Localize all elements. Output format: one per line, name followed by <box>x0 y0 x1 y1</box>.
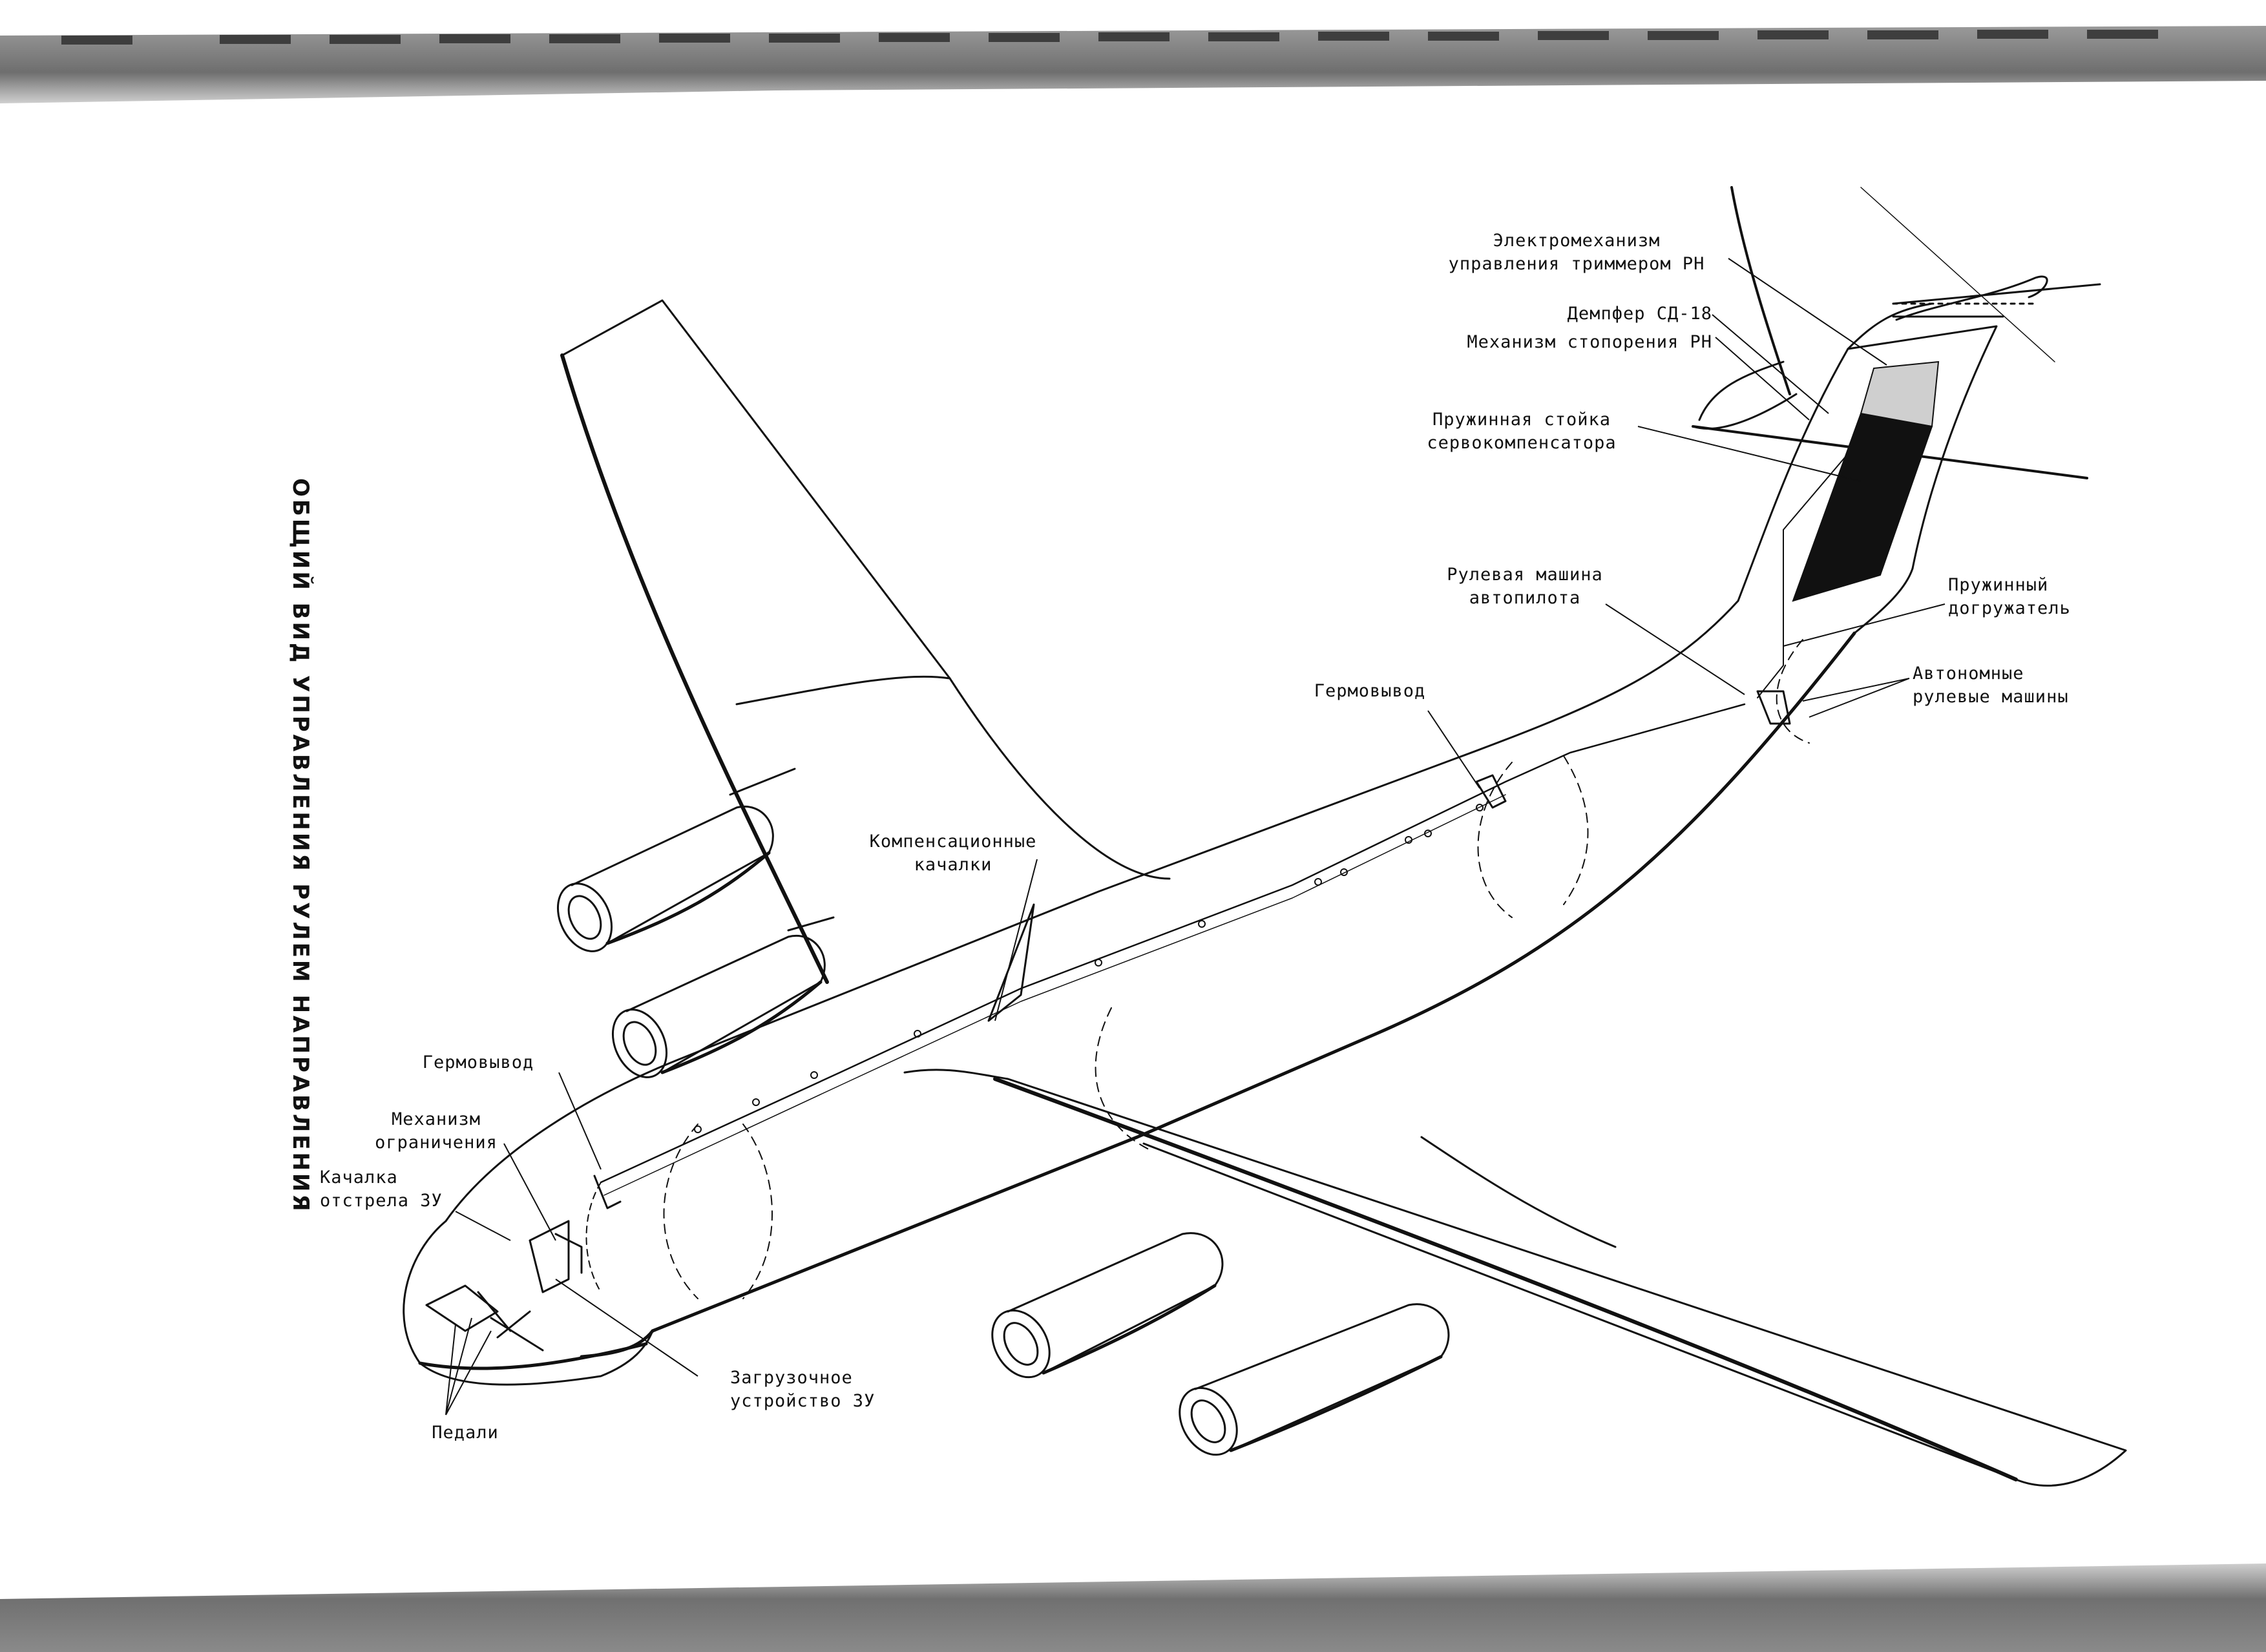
scan-bar-top <box>0 26 2266 103</box>
label-mekhanizm-ogranicheniya: Механизм ограничения <box>375 1109 498 1153</box>
aircraft-outline <box>403 186 2127 1487</box>
label-avtonomnye: Автономные рулевые машины <box>1913 664 2069 707</box>
label-mekhanizm-stoporeniya: Механизм стопорения РН <box>1467 332 1712 352</box>
label-germovyvod-rear: Гермовывод <box>1314 681 1426 701</box>
label-pruzhinny-dogruzhatel: Пружинный догружатель <box>1948 575 2071 618</box>
label-dempfer: Демпфер СД-18 <box>1567 304 1712 324</box>
page-title: ОБЩИЙ ВИД УПРАВЛЕНИЯ РУЛЕМ НАПРАВЛЕНИЯ <box>288 478 313 1214</box>
label-rulevaya-mashina: Рулевая машина автопилота <box>1447 565 1603 608</box>
label-kachalka: Качалка отстрела ЗУ <box>320 1167 443 1211</box>
leader-lines <box>445 258 1946 1416</box>
label-pruzhinnaya-stoyka: Пружинная стойка сервокомпенсатора <box>1427 410 1617 453</box>
label-zagruzochnoe: Загрузочное устройство ЗУ <box>730 1368 876 1411</box>
label-pedali: Педали <box>432 1423 499 1443</box>
label-kompensatsionnye: Компенсационные качалки <box>869 831 1037 875</box>
scan-bar-bottom <box>0 1563 2266 1652</box>
label-elektromekhanizm: Электромеханизм управления триммером РН <box>1448 231 1705 274</box>
trim-tab-stipple <box>1860 361 1940 428</box>
label-germovyvod-front: Гермовывод <box>422 1052 534 1072</box>
